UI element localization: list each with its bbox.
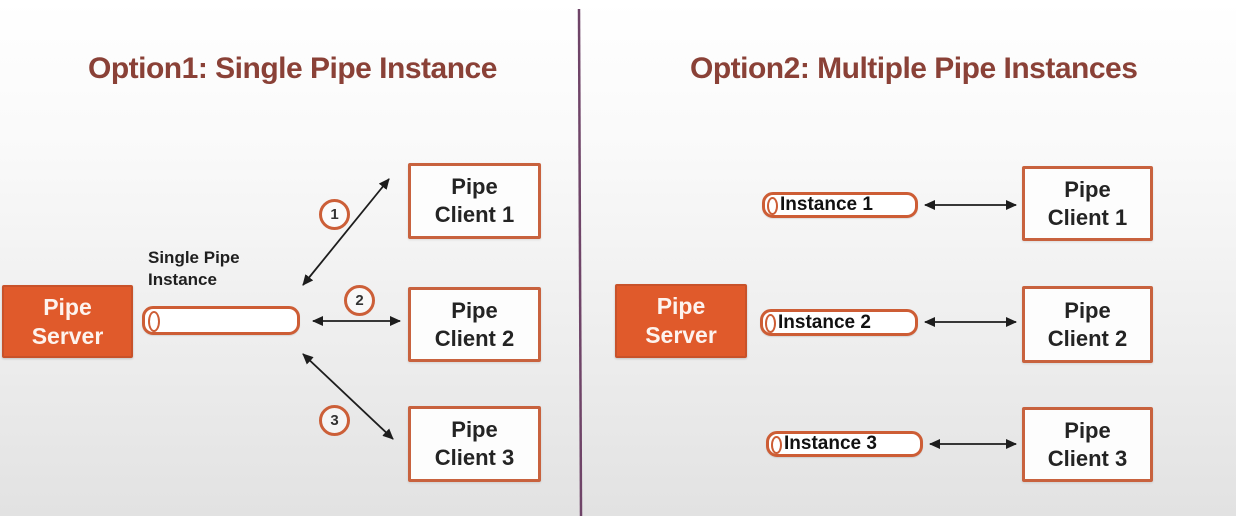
badge-1-number: 1: [330, 206, 339, 223]
option1-client-box-2: Pipe Client 2: [408, 287, 541, 362]
option1-pipe-server-label-line2: Server: [31, 322, 104, 349]
option2-title: Option2: Multiple Pipe Instances: [690, 52, 1138, 85]
instance-2-label: Instance 2: [778, 311, 871, 333]
badge-3: 3: [319, 405, 350, 436]
badge-1: 1: [319, 199, 350, 230]
option2-client-box-1: Pipe Client 1: [1022, 166, 1153, 241]
single-pipe-instance-label-line2: Instance: [148, 270, 217, 289]
badge-2: 2: [344, 285, 375, 316]
option2-pipe-server-label-line1: Pipe: [656, 293, 706, 319]
pipe-end-cap-icon: [767, 197, 778, 215]
option2-client2-line2: Client 2: [1047, 325, 1128, 351]
option2-client3-line1: Pipe: [1064, 417, 1111, 443]
option1-client-box-1: Pipe Client 1: [408, 163, 541, 239]
option1-pipe-server-box: Pipe Server: [2, 285, 133, 358]
option1-client2-line2: Client 2: [434, 325, 515, 351]
option1-client3-line1: Pipe: [451, 417, 498, 442]
option2-client-box-2: Pipe Client 2: [1022, 286, 1153, 363]
option2-pipe-server-label-line2: Server: [645, 322, 717, 348]
option1-client1-line2: Client 1: [434, 202, 515, 227]
option1-pipe-server-label-line1: Pipe: [43, 293, 92, 320]
panel-divider-line: [577, 8, 583, 516]
option1-client-box-3: Pipe Client 3: [408, 406, 541, 482]
single-pipe-shape: [142, 306, 300, 335]
pipe-end-cap-icon: [148, 311, 160, 332]
pipe-end-cap-icon: [771, 436, 782, 454]
instance-1-label: Instance 1: [780, 194, 873, 215]
option1-title: Option1: Single Pipe Instance: [88, 52, 497, 85]
option2-client3-line2: Client 3: [1047, 445, 1128, 471]
badge-3-number: 3: [330, 412, 339, 429]
option2-client2-line1: Pipe: [1064, 297, 1111, 323]
single-pipe-instance-label-line1: Single Pipe: [148, 248, 240, 267]
single-pipe-instance-label: Single Pipe Instance: [148, 247, 240, 291]
instance-1-pipe: Instance 1: [762, 192, 918, 218]
pipe-end-cap-icon: [765, 314, 776, 333]
badge-2-number: 2: [355, 292, 364, 309]
option2-client1-line2: Client 1: [1047, 204, 1128, 230]
option2-client1-line1: Pipe: [1064, 176, 1111, 202]
option1-client2-line1: Pipe: [451, 297, 498, 323]
instance-3-label: Instance 3: [784, 433, 877, 454]
arrow-pipe-to-client1: [302, 178, 390, 286]
option1-client3-line2: Client 3: [434, 445, 515, 470]
option1-client1-line1: Pipe: [451, 174, 498, 199]
option2-pipe-server-box: Pipe Server: [615, 284, 747, 358]
instance-2-pipe: Instance 2: [760, 309, 918, 336]
option2-client-box-3: Pipe Client 3: [1022, 407, 1153, 482]
instance-3-pipe: Instance 3: [766, 431, 923, 457]
